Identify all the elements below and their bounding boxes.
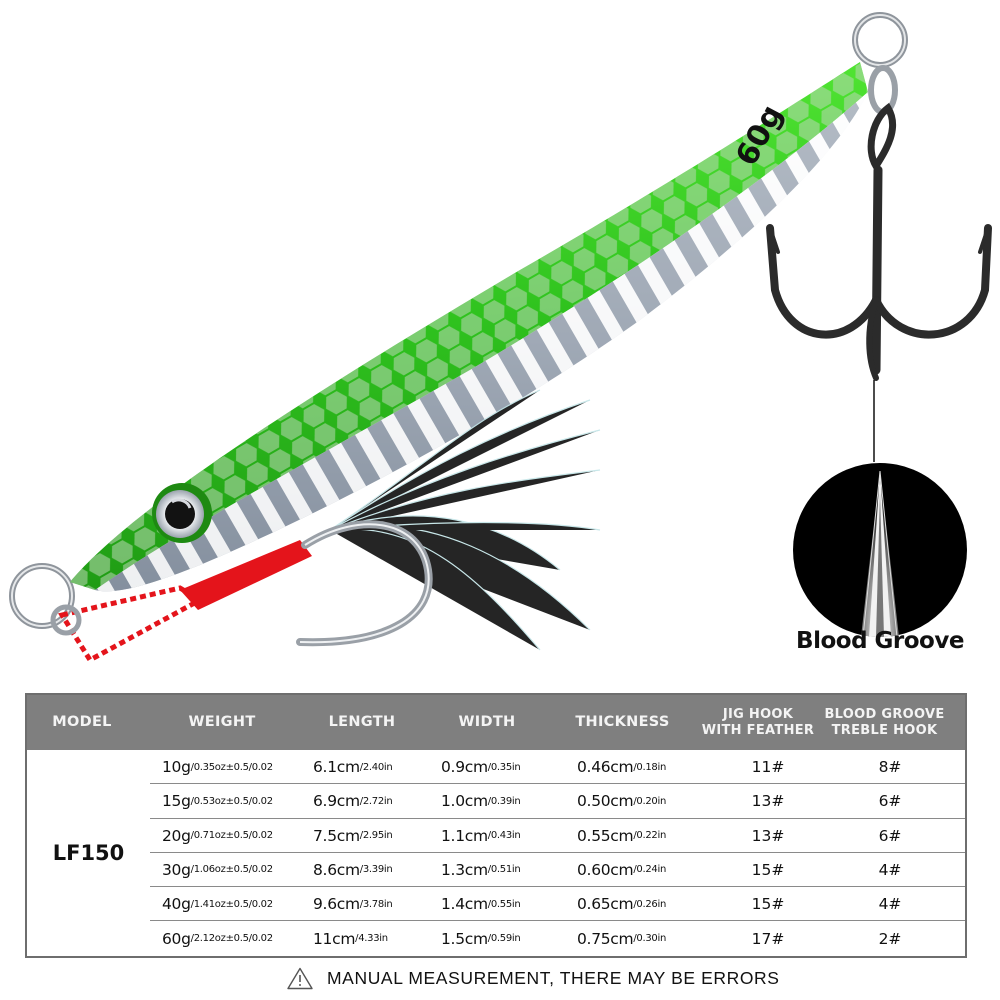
cell-treble-hook: 2# xyxy=(878,929,902,948)
blood-groove-closeup xyxy=(793,463,967,637)
cell-weight: 30g/1.06oz±0.5/0.02 xyxy=(162,860,273,879)
cell-width: 1.4cm/0.55in xyxy=(441,895,521,914)
table-row: 15g/0.53oz±0.5/0.02 6.9cm/2.72in 1.0cm/0… xyxy=(150,784,965,819)
cell-length: 6.1cm/2.40in xyxy=(313,758,393,776)
cell-thickness: 0.75cm/0.30in xyxy=(577,929,666,948)
model-cell: LF150 xyxy=(52,841,125,865)
header-model: MODEL xyxy=(52,714,112,730)
table-row: 30g/1.06oz±0.5/0.02 8.6cm/3.39in 1.3cm/0… xyxy=(150,853,965,888)
cell-weight: 10g/0.35oz±0.5/0.02 xyxy=(162,758,273,776)
cell-weight: 15g/0.53oz±0.5/0.02 xyxy=(162,792,273,811)
header-jig-hook: JIG HOOK WITH FEATHER xyxy=(701,706,815,738)
cell-weight: 20g/0.71oz±0.5/0.02 xyxy=(162,826,273,845)
cell-length: 11cm/4.33in xyxy=(313,929,388,948)
table-row: 10g/0.35oz±0.5/0.02 6.1cm/2.40in 0.9cm/0… xyxy=(150,750,965,785)
cell-width: 1.0cm/0.39in xyxy=(441,792,521,811)
cell-weight: 40g/1.41oz±0.5/0.02 xyxy=(162,895,273,914)
cell-thickness: 0.60cm/0.24in xyxy=(577,860,666,879)
cell-length: 8.6cm/3.39in xyxy=(313,860,393,879)
hook-point-icon xyxy=(861,470,899,637)
cell-treble-hook: 6# xyxy=(878,792,902,811)
measurement-disclaimer: MANUAL MEASUREMENT, THERE MAY BE ERRORS xyxy=(287,965,780,991)
assist-cord-braid xyxy=(58,585,206,664)
product-illustration: 60g Blood Groove xyxy=(9,12,992,664)
table-row: 60g/2.12oz±0.5/0.02 11cm/4.33in 1.5cm/0.… xyxy=(150,922,965,956)
cell-length: 9.6cm/3.78in xyxy=(313,895,393,914)
blood-groove-label: Blood Groove xyxy=(796,628,964,654)
treble-hook xyxy=(766,102,992,381)
cell-jig-hook: 13# xyxy=(751,826,785,845)
cell-jig-hook: 17# xyxy=(751,929,785,948)
spec-table: MODEL WEIGHT LENGTH WIDTH THICKNESS JIG … xyxy=(25,693,967,958)
disclaimer-text: MANUAL MEASUREMENT, THERE MAY BE ERRORS xyxy=(327,967,780,988)
assist-cord-wrap xyxy=(180,540,312,610)
cell-width: 1.5cm/0.59in xyxy=(441,929,521,948)
cell-length: 7.5cm/2.95in xyxy=(313,826,393,845)
header-weight: WEIGHT xyxy=(188,714,256,730)
cell-thickness: 0.55cm/0.22in xyxy=(577,826,666,845)
cell-jig-hook: 15# xyxy=(751,895,785,914)
header-thickness: THICKNESS xyxy=(575,714,670,730)
table-header: MODEL WEIGHT LENGTH WIDTH THICKNESS JIG … xyxy=(27,695,965,750)
cell-weight: 60g/2.12oz±0.5/0.02 xyxy=(162,929,273,948)
cell-length: 6.9cm/2.72in xyxy=(313,792,393,811)
cell-treble-hook: 4# xyxy=(878,895,902,914)
table-row: 40g/1.41oz±0.5/0.02 9.6cm/3.78in 1.4cm/0… xyxy=(150,887,965,922)
header-length: LENGTH xyxy=(328,714,396,730)
cell-jig-hook: 11# xyxy=(751,758,785,776)
cell-jig-hook: 15# xyxy=(751,860,785,879)
warning-triangle-icon xyxy=(287,967,313,989)
cell-width: 1.1cm/0.43in xyxy=(441,826,521,845)
cell-treble-hook: 6# xyxy=(878,826,902,845)
table-row: 20g/0.71oz±0.5/0.02 7.5cm/2.95in 1.1cm/0… xyxy=(150,819,965,853)
cell-jig-hook: 13# xyxy=(751,792,785,811)
cell-width: 1.3cm/0.51in xyxy=(441,860,521,879)
header-treble-hook: BLOOD GROOVE TREBLE HOOK xyxy=(824,706,945,738)
cell-treble-hook: 4# xyxy=(878,860,902,879)
cell-treble-hook: 8# xyxy=(878,758,902,776)
header-width: WIDTH xyxy=(458,714,516,730)
cell-thickness: 0.50cm/0.20in xyxy=(577,792,666,811)
cell-width: 0.9cm/0.35in xyxy=(441,758,521,776)
cell-thickness: 0.65cm/0.26in xyxy=(577,895,666,914)
cell-thickness: 0.46cm/0.18in xyxy=(577,758,666,776)
jig-lure-image xyxy=(9,12,992,664)
